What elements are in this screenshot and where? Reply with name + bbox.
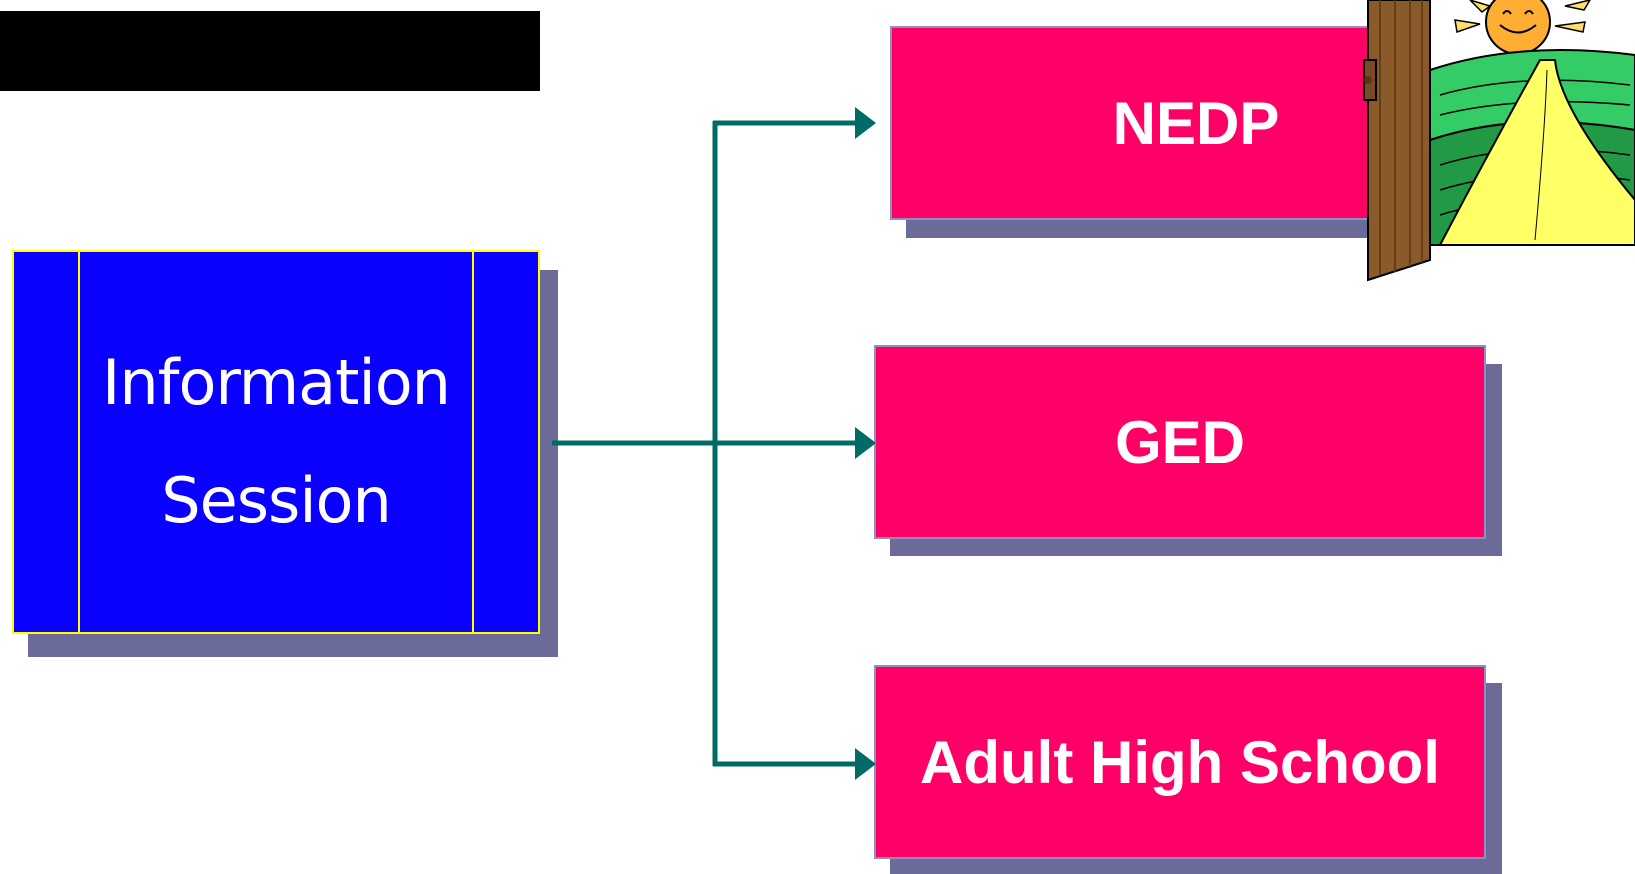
ged-label: GED: [1114, 408, 1246, 476]
information-session-box[interactable]: Information Session: [12, 250, 540, 634]
arrowhead-ged: [855, 427, 876, 459]
source-box-left-divider: [78, 252, 80, 632]
source-label-line1: Information: [102, 346, 451, 419]
nedp-label: NEDP: [1112, 89, 1280, 157]
arrowhead-nedp: [855, 107, 876, 139]
adult-high-school-box[interactable]: Adult High School: [874, 665, 1486, 859]
source-box-label: Information Session: [80, 252, 472, 632]
source-box-right-divider: [472, 252, 474, 632]
title-redaction-bar: [0, 11, 540, 91]
adult-high-school-label: Adult High School: [920, 728, 1440, 796]
source-label-line2: Session: [161, 464, 392, 537]
arrowhead-adult-high-school: [855, 748, 876, 780]
ged-box[interactable]: GED: [874, 345, 1486, 539]
